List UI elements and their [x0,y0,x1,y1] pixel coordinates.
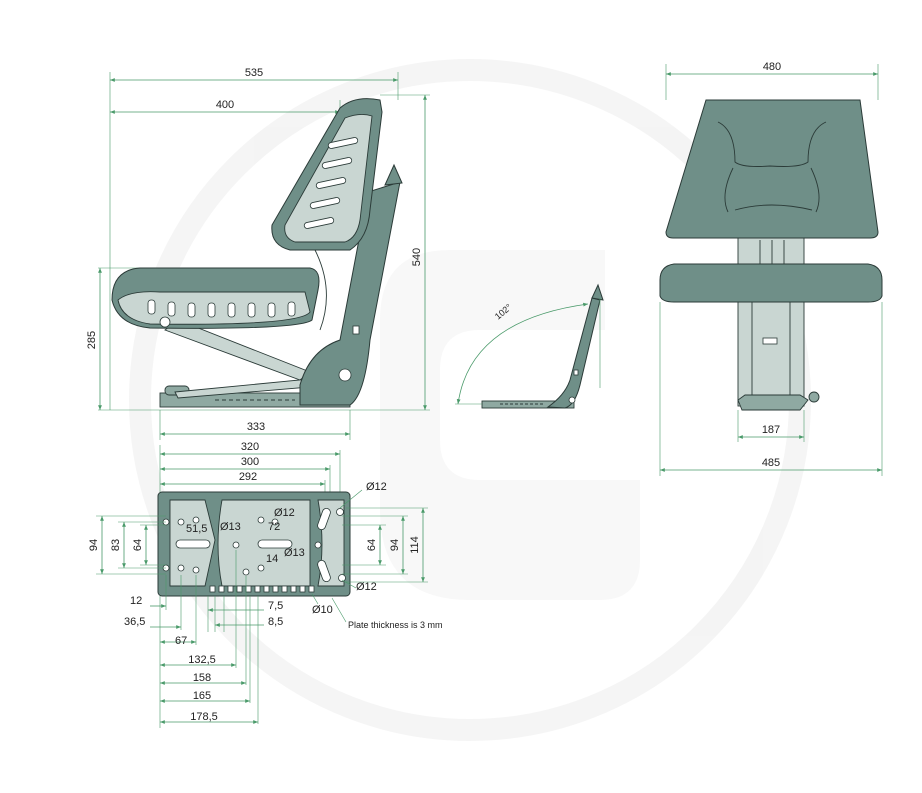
dim-51-5: 51,5 [186,523,207,535]
dim-14: 14 [266,553,278,565]
dim-width-300: 300 [241,456,259,468]
dim-36-5: 36,5 [124,616,145,628]
dim-width-320: 320 [241,441,259,453]
dim-right-94: 94 [389,539,401,551]
dim-backrest-width: 480 [763,61,781,73]
dim-165: 165 [193,690,211,702]
dim-total-height: 540 [411,248,423,266]
dia-12-bottom-right: Ø12 [356,581,377,593]
dim-left-64: 64 [132,539,144,551]
dim-132-5: 132,5 [188,654,216,666]
dia-10: Ø10 [312,604,333,616]
dim-178-5: 178,5 [190,711,218,723]
dim-right-114: 114 [409,536,421,554]
plate-view: 320 300 292 Ø12 [88,441,443,728]
dim-12: 12 [130,595,142,607]
dim-72: 72 [268,521,280,533]
dim-left-83: 83 [110,539,122,551]
dim-158: 158 [193,672,211,684]
dim-left-94: 94 [88,539,100,551]
dim-base-length: 333 [247,421,265,433]
dia-12-center: Ø12 [274,507,295,519]
dim-total-length: 535 [245,67,263,79]
dim-8-5: 8,5 [268,616,283,628]
dim-67: 67 [175,635,187,647]
dim-right-64: 64 [366,539,378,551]
dia-13-b: Ø13 [284,547,305,559]
dim-width-292: 292 [239,471,257,483]
dia-12-top-right: Ø12 [366,481,387,493]
dim-seat-height: 285 [86,331,98,349]
front-view: 480 187 485 [659,61,883,476]
dia-13-a: Ø13 [220,521,241,533]
dim-7-5: 7,5 [268,600,283,612]
dim-base-width: 187 [762,424,780,436]
dim-backrest-length: 400 [216,99,234,111]
dim-total-width: 485 [762,457,780,469]
side-view: 535 400 285 540 [86,67,430,440]
plate-thickness-note: Plate thickness is 3 mm [348,620,443,630]
